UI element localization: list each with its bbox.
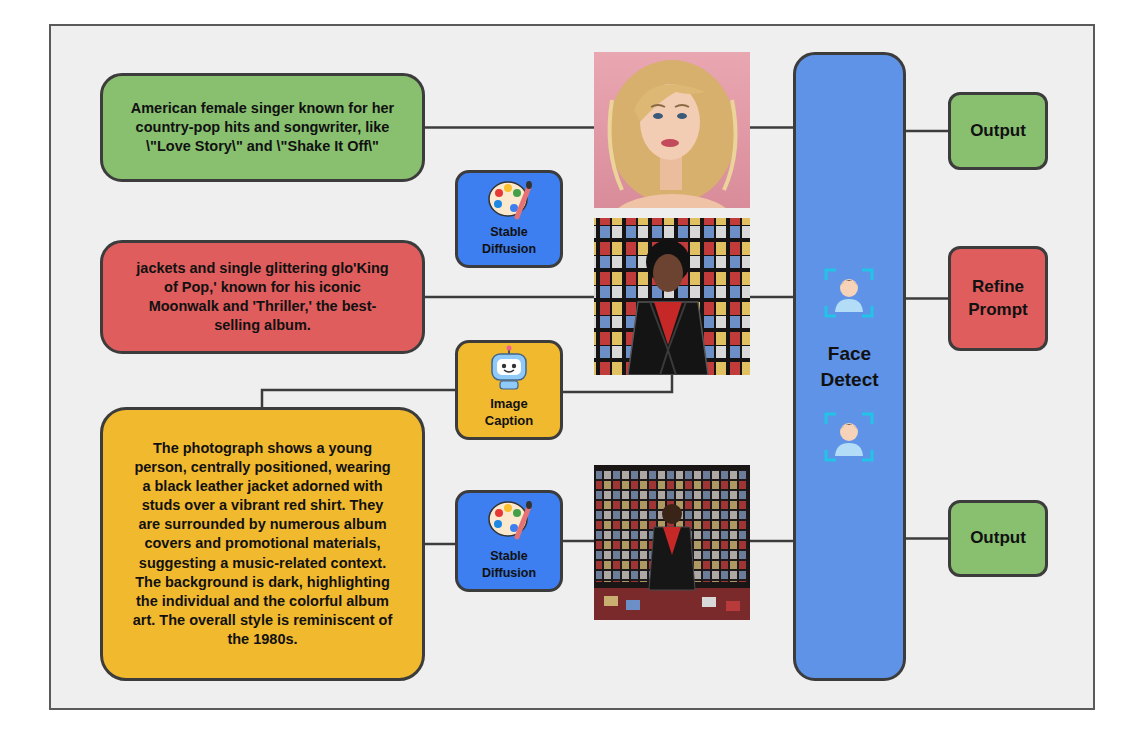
king-of-pop-photo-part <box>653 254 683 292</box>
caption-box: Image Caption <box>455 340 563 440</box>
box-label: American female singer known for her cou… <box>127 99 398 156</box>
generated-photo-part <box>604 596 618 606</box>
generated-photo-part <box>649 527 695 590</box>
output-box: Output <box>948 92 1048 170</box>
king-of-pop-photo-part <box>668 302 686 375</box>
generated-photo-part <box>626 600 640 610</box>
singer-photo-part <box>661 139 679 147</box>
output-box: Output <box>948 500 1048 577</box>
box-label: Stable Diffusion <box>467 548 551 581</box>
box-label: Image Caption <box>467 395 551 429</box>
caption-text-box: The photograph shows a young person, cen… <box>100 407 425 681</box>
face-detect-box: Face Detect <box>793 52 906 681</box>
box-label: Output <box>970 527 1026 549</box>
king-of-pop-photo-part <box>628 302 708 375</box>
generated-photo-part <box>662 504 682 524</box>
caption-wire <box>563 375 672 392</box>
model-box: Stable Diffusion <box>455 490 563 592</box>
prompt-box: jackets and single glittering glo'King o… <box>100 240 425 354</box>
singer-photo-part <box>677 113 687 119</box>
singer-photo-part <box>675 105 689 107</box>
box-label: Face Detect <box>805 341 895 391</box>
king-of-pop-photo-part <box>650 302 668 375</box>
box-label: Output <box>970 120 1026 142</box>
model-box: Stable Diffusion <box>455 170 563 268</box>
connector <box>262 390 455 407</box>
connector <box>906 130 948 133</box>
connector <box>906 297 948 300</box>
generated-photo <box>594 465 750 620</box>
connector <box>425 543 455 546</box>
singer-photo-part <box>608 60 736 204</box>
box-label: The photograph shows a young person, cen… <box>131 439 394 649</box>
generated-photo-part <box>726 601 740 611</box>
singer-photo <box>594 52 750 208</box>
singer-photo-part <box>594 52 750 208</box>
singer-photo-part <box>610 194 734 208</box>
singer-photo-part <box>651 105 665 107</box>
generated-photo-part <box>594 465 750 620</box>
box-label: Stable Diffusion <box>467 224 551 257</box>
generated-photo-part <box>702 597 716 607</box>
king-of-pop-photo <box>594 218 750 375</box>
singer-photo-part <box>653 113 663 119</box>
generated-photo-part <box>663 527 681 555</box>
generated-photo-part <box>594 588 750 620</box>
box-label: jackets and single glittering glo'King o… <box>129 259 396 336</box>
singer-photo-part <box>634 84 706 122</box>
box-label: Refine Prompt <box>958 276 1038 321</box>
connector <box>906 537 948 540</box>
prompt-box: American female singer known for her cou… <box>100 73 425 182</box>
singer-photo-part <box>610 100 622 190</box>
refine-box: Refine Prompt <box>948 246 1048 351</box>
singer-photo-part <box>724 100 736 190</box>
king-of-pop-photo-part <box>594 218 750 375</box>
